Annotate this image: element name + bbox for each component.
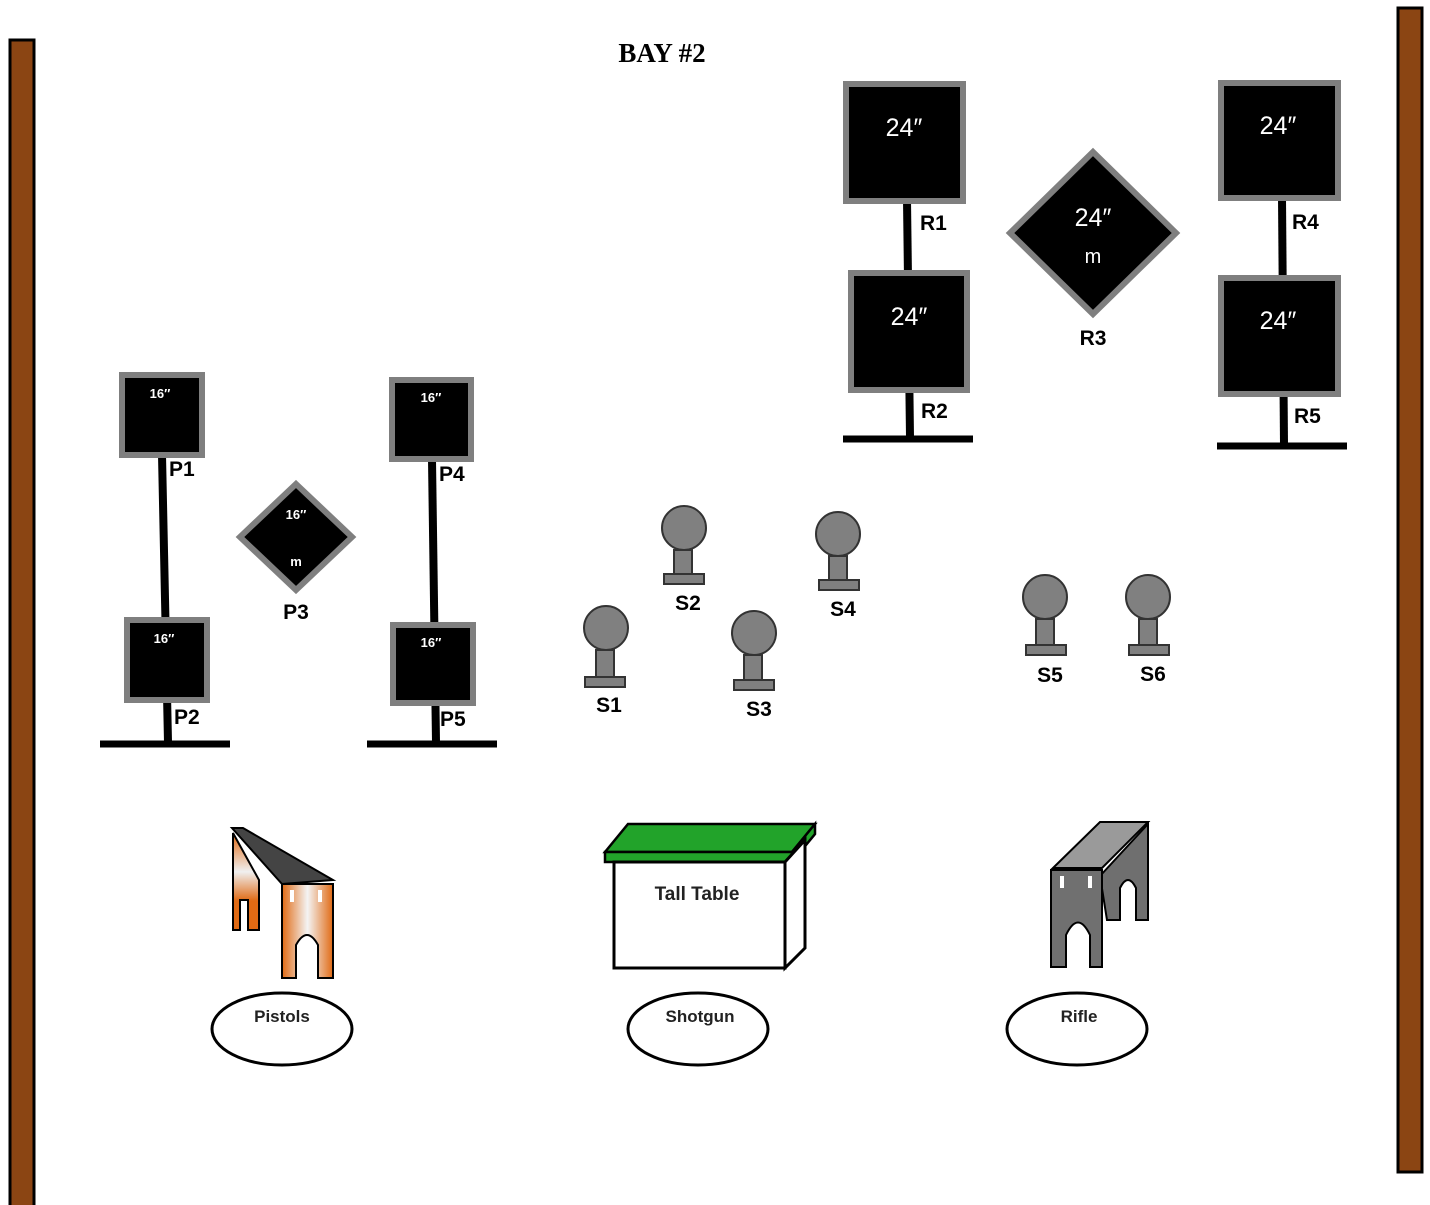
target-label: P4 <box>439 463 465 486</box>
target-size-label: 24″ <box>891 303 928 331</box>
tall-table: Tall Table <box>602 820 818 972</box>
target-label: P5 <box>440 708 466 731</box>
target-label: R3 <box>1080 327 1107 350</box>
target-label: R1 <box>920 212 947 235</box>
bay-title: BAY #2 <box>618 38 705 68</box>
target-size-label: 24″ <box>1260 112 1297 140</box>
target-label: R4 <box>1292 211 1319 234</box>
station-label: Shotgun <box>666 1007 735 1026</box>
steel-s5: S5 <box>1022 574 1068 687</box>
target-p4: 16″ P4 <box>389 377 474 486</box>
station-rifle: Rifle <box>1005 991 1149 1067</box>
target-p3: 16″ m P3 <box>235 479 357 624</box>
steel-s2: S2 <box>661 505 707 615</box>
target-size-label: 16″ <box>421 635 442 650</box>
target-marker: m <box>290 554 302 569</box>
target-p1: 16″ P1 <box>119 372 205 481</box>
steel-s3: S3 <box>731 610 777 721</box>
target-size-label: 24″ <box>886 114 923 142</box>
steel-s4: S4 <box>815 511 861 621</box>
target-r1: 24″ R1 <box>843 81 966 235</box>
steel-label: S4 <box>830 598 856 621</box>
target-r2: 24″ R2 <box>848 270 970 423</box>
target-r3: 24″ m R3 <box>1005 147 1181 350</box>
left-wall <box>8 38 36 1205</box>
target-size-label: 24″ <box>1075 204 1112 232</box>
right-wall <box>1396 6 1424 1174</box>
target-label: R5 <box>1294 405 1321 428</box>
station-shotgun: Shotgun <box>626 991 770 1067</box>
steel-label: S5 <box>1037 664 1063 687</box>
target-size-label: 16″ <box>286 507 307 522</box>
steel-label: S1 <box>596 694 622 717</box>
target-size-label: 16″ <box>154 631 175 646</box>
target-size-label: 16″ <box>150 386 171 401</box>
steel-label: S3 <box>746 698 772 721</box>
steel-s1: S1 <box>583 605 629 717</box>
station-label: Pistols <box>254 1007 310 1026</box>
target-label: P3 <box>283 601 309 624</box>
target-p5: 16″ P5 <box>390 622 476 731</box>
steel-s6: S6 <box>1125 574 1171 686</box>
pistol-bench <box>229 827 337 979</box>
target-label: P1 <box>169 458 195 481</box>
target-label: P2 <box>174 706 200 729</box>
tall-table-label: Tall Table <box>655 884 740 905</box>
station-label: Rifle <box>1061 1007 1098 1026</box>
target-p2: 16″ P2 <box>124 617 210 729</box>
steel-label: S2 <box>675 592 701 615</box>
target-marker: m <box>1085 246 1102 268</box>
target-size-label: 16″ <box>421 390 442 405</box>
station-pistols: Pistols <box>210 991 354 1067</box>
target-label: R2 <box>921 400 948 423</box>
rifle-bench <box>1050 821 1151 968</box>
steel-label: S6 <box>1140 663 1166 686</box>
target-r5: 24″ R5 <box>1218 275 1341 428</box>
target-size-label: 24″ <box>1260 307 1297 335</box>
target-r4: 24″ R4 <box>1218 80 1341 234</box>
